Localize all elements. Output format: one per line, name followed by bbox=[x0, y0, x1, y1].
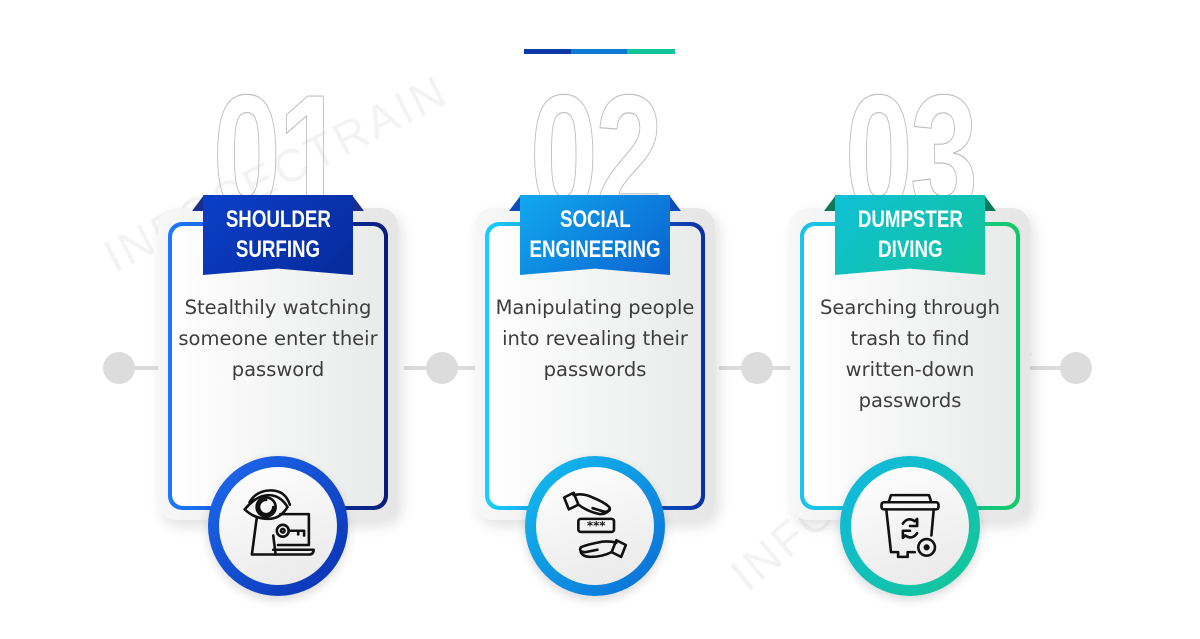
step-title-line: DIVING bbox=[877, 236, 943, 263]
step-card-dumpster-diving: 03 DUMPSTER DIVING Searching through tra… bbox=[790, 0, 1030, 639]
connector-line bbox=[131, 366, 171, 370]
ribbon-fold bbox=[509, 195, 521, 211]
ribbon-fold bbox=[824, 195, 836, 211]
accent-bar-segment bbox=[571, 49, 627, 54]
step-card-social-engineering: 02 SOCIAL ENGINEERING Manipulating peopl… bbox=[475, 0, 715, 639]
connector-2-3 bbox=[713, 352, 801, 384]
step-description: Searching through trash to find written-… bbox=[820, 296, 1000, 412]
step-title-ribbon: SHOULDER SURFING bbox=[203, 195, 353, 275]
accent-bar-segment bbox=[627, 49, 675, 54]
connector-dot bbox=[426, 352, 458, 384]
step-title-line: SOCIAL bbox=[559, 206, 631, 233]
icon-circle: *** bbox=[525, 456, 665, 596]
eye-keyhole-laptop-key-icon bbox=[243, 489, 315, 556]
accent-bar bbox=[524, 49, 675, 54]
ribbon-fold bbox=[352, 195, 364, 211]
step-title-line: ENGINEERING bbox=[529, 236, 661, 263]
step-description: Stealthily watching someone enter their … bbox=[178, 296, 378, 381]
connector-dot bbox=[103, 352, 135, 384]
step-title-ribbon: DUMPSTER DIVING bbox=[835, 195, 985, 275]
step-title-line: DUMPSTER bbox=[857, 206, 963, 233]
step-title-line: SURFING bbox=[235, 236, 321, 263]
ribbon-fold bbox=[669, 195, 681, 211]
icon-circle bbox=[208, 456, 348, 596]
connector-line bbox=[1030, 366, 1070, 370]
connector-dot bbox=[741, 352, 773, 384]
accent-bar-segment bbox=[524, 49, 571, 54]
connector-dot bbox=[1060, 352, 1092, 384]
ribbon-fold bbox=[192, 195, 204, 211]
step-title-line: SHOULDER bbox=[225, 206, 331, 233]
step-title-ribbon: SOCIAL ENGINEERING bbox=[520, 195, 670, 275]
hands-password-icon: *** bbox=[562, 491, 628, 559]
ribbon-fold bbox=[984, 195, 996, 211]
icon-circle bbox=[840, 456, 980, 596]
step-card-shoulder-surfing: 01 SHOULDER SURFING Stealthily watching … bbox=[158, 0, 398, 639]
connector-1-2 bbox=[398, 352, 486, 384]
svg-text:***: *** bbox=[587, 519, 606, 533]
recycle-bin-icon bbox=[880, 493, 940, 559]
connector-right bbox=[1030, 352, 1094, 384]
step-description: Manipulating people into revealing their… bbox=[495, 296, 695, 381]
connector-left bbox=[103, 352, 173, 384]
